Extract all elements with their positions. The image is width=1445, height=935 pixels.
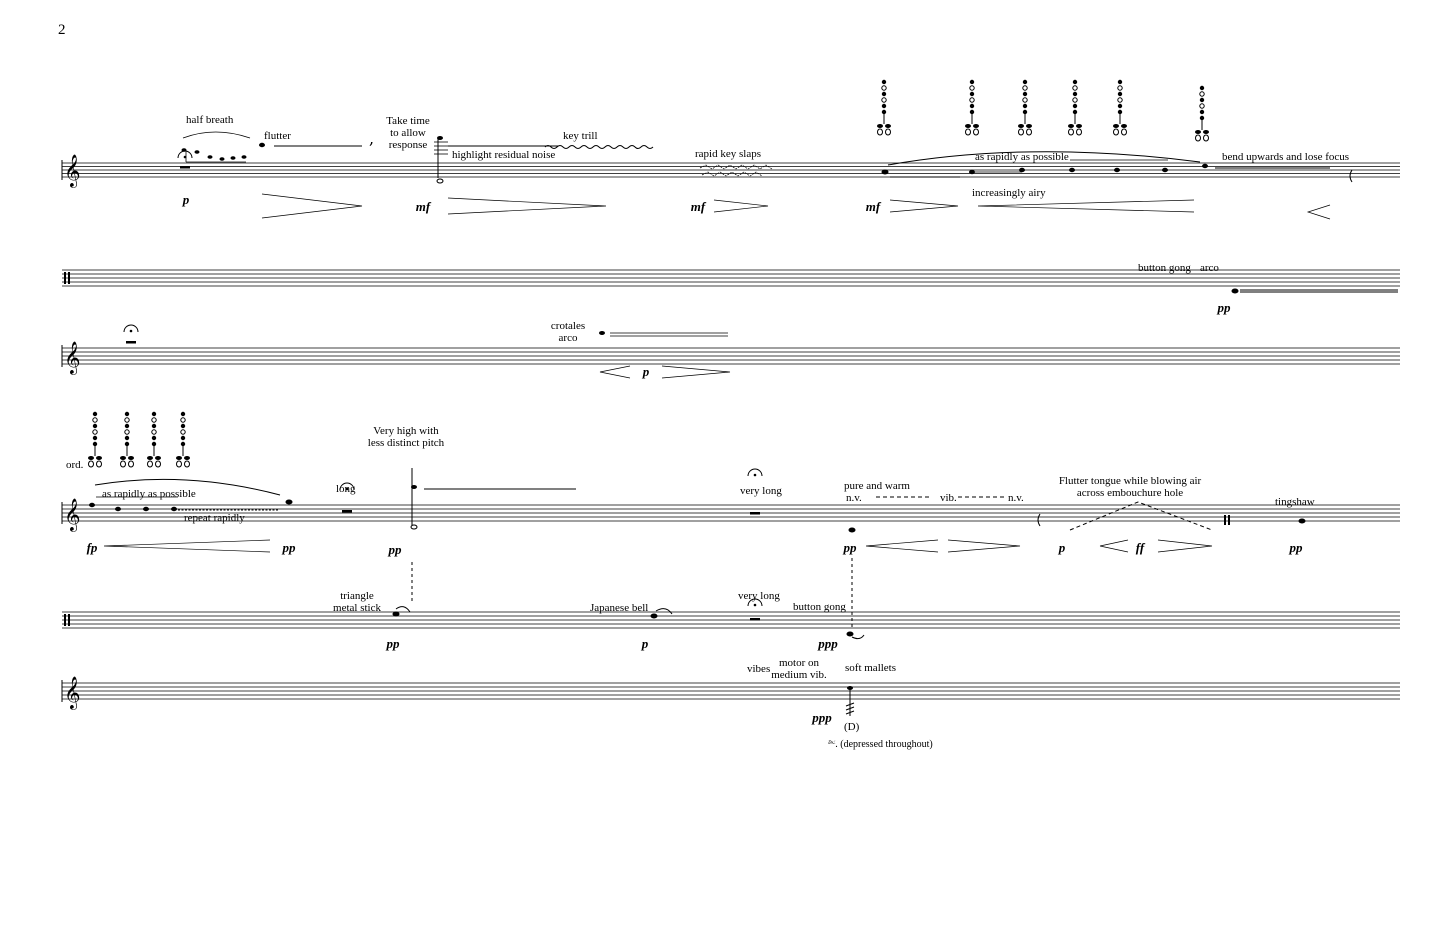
svg-text:𝄞: 𝄞: [64, 154, 81, 188]
key-trill-label: key trill: [563, 130, 598, 142]
crotales-arco-label: crotales arco: [550, 320, 586, 344]
svg-text:𝄞: 𝄞: [64, 676, 81, 710]
very-high-label: Very high with less distinct pitch: [367, 425, 445, 449]
dynamic-ppp: ppp: [812, 710, 832, 725]
triangle-label: triangle metal stick: [333, 590, 381, 614]
dynamic-p: p: [641, 636, 649, 651]
dynamic-pp: pp: [843, 540, 857, 555]
system1-flute-staff: 𝄞 ,: [61, 79, 1400, 220]
svg-text:𝄞: 𝄞: [64, 498, 81, 532]
d-mark: (D): [844, 721, 860, 733]
dynamic-pp: pp: [1289, 540, 1303, 555]
highlight-noise-label: highlight residual noise: [452, 149, 556, 161]
system1-vibes-staff: 𝄞: [61, 324, 1400, 379]
system2-vibes-staff: 𝄞: [61, 676, 1400, 716]
dynamic-fp: fp: [86, 540, 98, 555]
system1-percussion-staff: [62, 269, 1400, 294]
dynamic-pp: pp: [388, 542, 402, 557]
half-breath-label: half breath: [186, 114, 234, 126]
repeat-rapidly-label: repeat rapidly: [184, 512, 245, 524]
dynamic-ff: ff: [1135, 540, 1145, 555]
very-long-label: very long: [740, 485, 782, 497]
pedal-marking: 𝄊. (depressed throughout): [828, 739, 933, 750]
bend-upwards-label: bend upwards and lose focus: [1222, 151, 1350, 163]
as-rapidly-label: as rapidly as possible: [975, 151, 1069, 163]
dynamic-p: p: [1058, 540, 1066, 555]
dynamic-p: p: [642, 364, 650, 379]
system2-flute-staff: 𝄞: [61, 411, 1400, 630]
ord-label: ord.: [66, 459, 84, 471]
pure-warm-label: pure and warm: [844, 480, 910, 492]
dynamic-pp: pp: [386, 636, 400, 651]
page-number: 2: [58, 22, 66, 38]
system2-percussion-staff: [62, 598, 1400, 640]
button-gong-label: button gong: [793, 601, 846, 613]
as-rapidly-label: as rapidly as possible: [102, 488, 196, 500]
nv-label: n.v.: [846, 492, 862, 504]
japanese-bell-label: Japanese bell: [590, 602, 649, 614]
nv-label: n.v.: [1008, 492, 1024, 504]
flutter-tongue-label: Flutter tongue while blowing air across …: [1058, 475, 1202, 499]
very-long-label: very long: [738, 590, 780, 602]
dynamic-mf: mf: [415, 199, 431, 214]
dynamic-p: p: [182, 192, 190, 207]
increasingly-airy-label: increasingly airy: [972, 187, 1046, 199]
dynamic-mf: mf: [690, 199, 706, 214]
dynamic-pp: pp: [1217, 300, 1231, 315]
dynamic-pp: pp: [282, 540, 296, 555]
svg-text:𝄞: 𝄞: [64, 341, 81, 375]
soft-mallets-label: soft mallets: [845, 662, 897, 674]
vibes-label: vibes: [747, 663, 771, 675]
arco-label: arco: [1200, 262, 1219, 274]
take-time-label: Take time to allow response: [386, 115, 430, 151]
motor-label: motor on medium vib.: [771, 657, 827, 681]
tingshaw-label: tingshaw: [1275, 496, 1315, 508]
dynamic-ppp: ppp: [818, 636, 838, 651]
flutter-label: flutter: [264, 130, 291, 142]
rapid-key-slaps-label: rapid key slaps: [695, 148, 761, 160]
svg-text:,: ,: [369, 129, 374, 148]
button-gong-label: button gong: [1138, 262, 1191, 274]
vib-label: vib.: [940, 492, 957, 504]
long-label: long: [336, 483, 356, 495]
dynamic-mf: mf: [865, 199, 881, 214]
